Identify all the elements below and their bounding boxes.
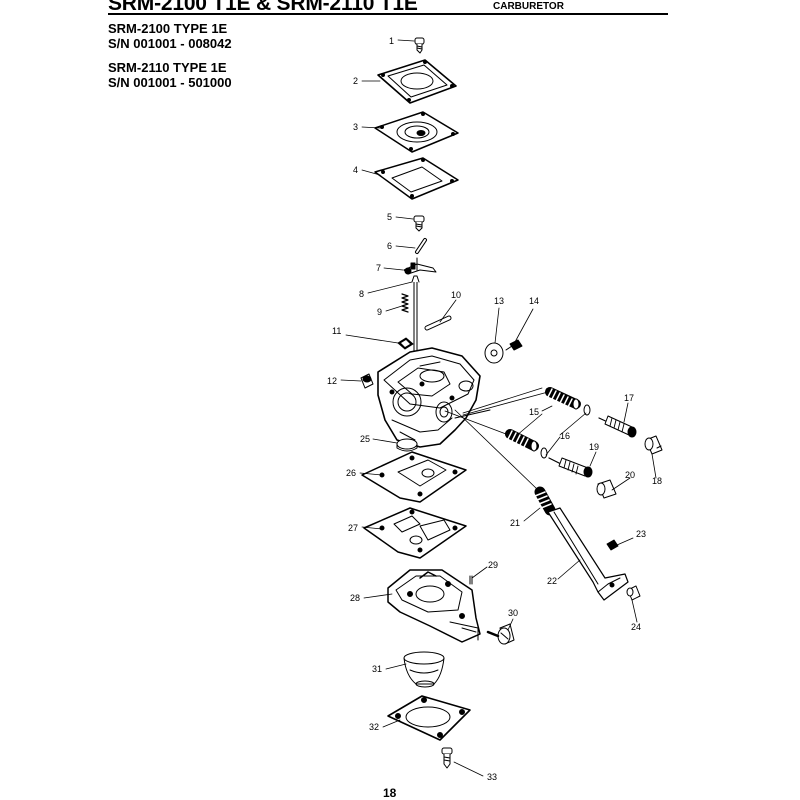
callout-31: 31 bbox=[372, 664, 382, 674]
part-15-spring-upper bbox=[545, 387, 581, 410]
part-30-screw bbox=[486, 623, 515, 645]
part-9-spring bbox=[401, 293, 409, 313]
part-11-clip bbox=[397, 337, 414, 350]
callout-26: 26 bbox=[346, 468, 356, 478]
callout-18: 18 bbox=[652, 476, 662, 486]
part-3-diaphragm bbox=[374, 111, 459, 153]
carburetor-body bbox=[377, 347, 491, 448]
part-10-pin bbox=[424, 315, 452, 331]
callout-15: 15 bbox=[529, 407, 539, 417]
callout-32: 32 bbox=[369, 722, 379, 732]
part-16-washer bbox=[540, 404, 591, 459]
callout-27: 27 bbox=[348, 523, 358, 533]
callout-11: 11 bbox=[332, 326, 341, 336]
callout-2: 2 bbox=[353, 76, 358, 86]
callout-29: 29 bbox=[488, 560, 498, 570]
callout-14: 14 bbox=[529, 296, 539, 306]
part-29-pin bbox=[469, 575, 473, 585]
page-title: SRM-2100 T1E & SRM-2110 T1E bbox=[108, 0, 418, 15]
part-19-adjusting-needle bbox=[548, 457, 593, 478]
model-name: SRM-2110 TYPE 1E bbox=[108, 60, 227, 75]
part-4-gasket bbox=[374, 157, 459, 200]
callout-21: 21 bbox=[510, 518, 520, 528]
callout-22: 22 bbox=[547, 576, 557, 586]
part-5-screw bbox=[413, 215, 425, 232]
part-6-pin bbox=[415, 238, 427, 254]
callout-4: 4 bbox=[353, 165, 358, 175]
part-7-metering-lever bbox=[403, 257, 437, 275]
part-28-pump-cover bbox=[387, 569, 481, 643]
model-serial: S/N 001001 - 501000 bbox=[108, 75, 232, 90]
callout-20: 20 bbox=[625, 470, 635, 480]
callout-19: 19 bbox=[589, 442, 599, 452]
callout-25: 25 bbox=[360, 434, 370, 444]
part-33-screw bbox=[441, 747, 453, 769]
model-serial: S/N 001001 - 008042 bbox=[108, 36, 232, 51]
section-title: CARBURETOR bbox=[493, 1, 564, 12]
callout-30: 30 bbox=[508, 608, 518, 618]
leader-lines bbox=[340, 39, 657, 777]
callout-10: 10 bbox=[451, 290, 461, 300]
callout-24: 24 bbox=[631, 622, 641, 632]
page-number: 18 bbox=[383, 786, 397, 800]
part-13-welch-plug bbox=[484, 342, 504, 364]
part-8-inlet-needle bbox=[411, 275, 420, 361]
callout-9: 9 bbox=[377, 307, 382, 317]
header-rule bbox=[108, 13, 668, 15]
part-22-throttle-shaft bbox=[547, 507, 629, 601]
part-21-spring bbox=[534, 486, 556, 516]
callout-labels: 1 2 3 4 5 6 7 8 9 10 11 12 13 14 15 16 1… bbox=[327, 36, 662, 782]
model-name: SRM-2100 TYPE 1E bbox=[108, 21, 228, 36]
callout-28: 28 bbox=[350, 593, 360, 603]
callout-23: 23 bbox=[636, 529, 646, 539]
part-18-limiter-cap bbox=[644, 435, 663, 455]
callout-1: 1 bbox=[389, 36, 394, 46]
callout-12: 12 bbox=[327, 376, 337, 386]
callout-33: 33 bbox=[487, 772, 497, 782]
part-1-screw bbox=[414, 37, 425, 54]
callout-16: 16 bbox=[560, 431, 570, 441]
callout-6: 6 bbox=[387, 241, 392, 251]
part-24-cap bbox=[626, 585, 641, 601]
part-25-plug bbox=[396, 438, 418, 452]
callout-17: 17 bbox=[624, 393, 634, 403]
part-32-retainer bbox=[387, 695, 471, 741]
part-15-spring-lower bbox=[505, 429, 539, 452]
part-2-cover bbox=[377, 59, 457, 104]
part-20-limiter-cap bbox=[596, 479, 617, 499]
model-block-1: SRM-2100 TYPE 1E S/N 001001 - 008042 bbox=[108, 21, 232, 51]
part-27-gasket bbox=[363, 507, 467, 559]
part-31-primer-cup bbox=[403, 651, 445, 688]
part-23-clip bbox=[606, 539, 619, 551]
part-14-screw bbox=[505, 339, 523, 351]
callout-7: 7 bbox=[376, 263, 381, 273]
callout-8: 8 bbox=[359, 289, 364, 299]
part-26-pump-diaphragm bbox=[361, 451, 467, 503]
callout-13: 13 bbox=[494, 296, 504, 306]
callout-5: 5 bbox=[387, 212, 392, 222]
callout-3: 3 bbox=[353, 122, 358, 132]
part-17-adjusting-needle bbox=[598, 415, 637, 438]
model-block-2: SRM-2110 TYPE 1E S/N 001001 - 501000 bbox=[108, 60, 232, 90]
part-12-fitting bbox=[360, 373, 374, 389]
